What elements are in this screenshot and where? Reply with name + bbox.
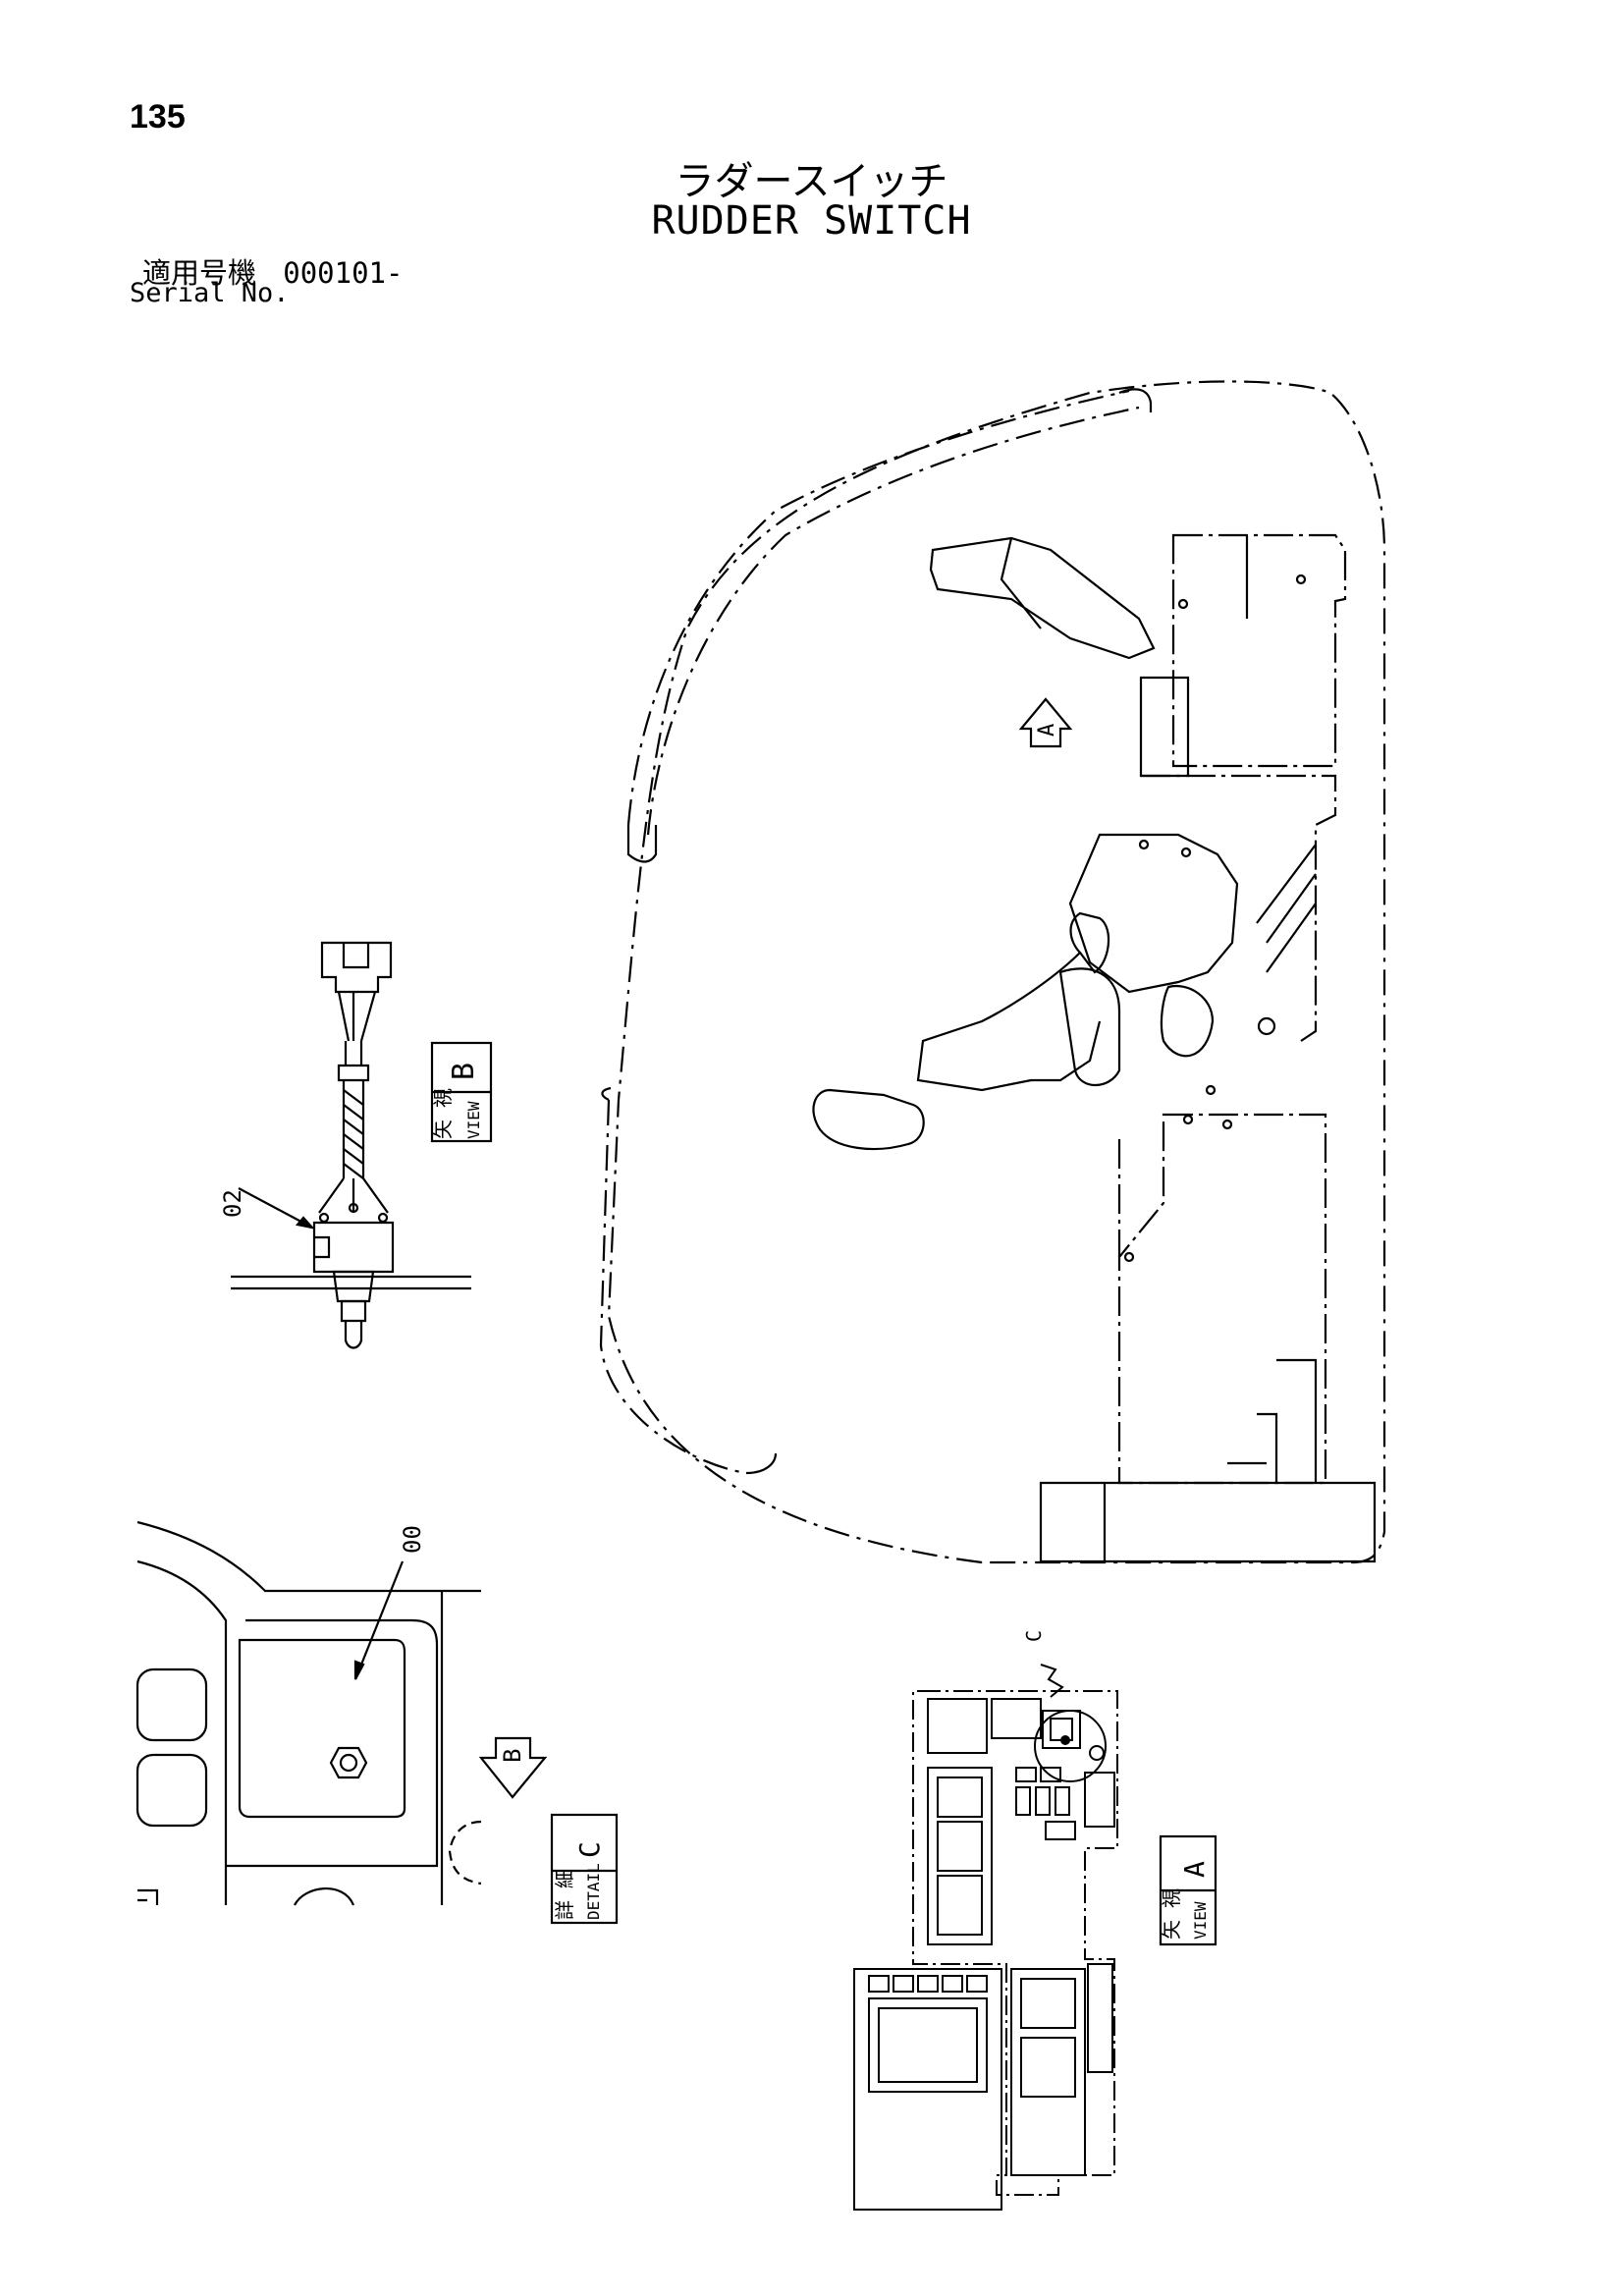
detail-c-letter: C [573, 1841, 606, 1858]
view-b-letter: B [447, 1063, 481, 1080]
serial-label-jp: 適用号機 [142, 256, 257, 290]
view-a-letter: A [1178, 1861, 1211, 1878]
cab-outline [599, 380, 1386, 1564]
console-view-a [853, 1664, 1118, 2211]
view-arrow-a [1018, 697, 1073, 748]
page-number: 135 [130, 98, 186, 136]
view-a-kanji: 矢 視 [1160, 1888, 1183, 1940]
serial-line: 適用号機 000101- [142, 250, 403, 292]
title-japanese: ラダースイッチ [675, 159, 948, 204]
cab-rail [601, 388, 1153, 1475]
callout-02: 02 [219, 1189, 246, 1218]
operator-seat [812, 533, 1377, 1563]
view-a-sub: VIEW [1191, 1901, 1210, 1940]
callout-c: C [1022, 1630, 1046, 1642]
title-english: RUDDER SWITCH [651, 198, 972, 244]
detail-c-panel [135, 1520, 482, 1906]
detail-c-sub: DETAIL [584, 1863, 603, 1920]
view-b-sub: VIEW [464, 1101, 483, 1139]
serial-value: 000101- [283, 256, 404, 290]
detail-c-kanji: 詳 細 [553, 1869, 576, 1920]
view-arrow-b [478, 1736, 548, 1799]
serial-label-en: Serial No. [130, 278, 290, 308]
detail-c-box [550, 1813, 619, 1925]
callout-00: 00 [399, 1525, 426, 1554]
view-b-kanji: 矢 視 [431, 1088, 455, 1139]
arrow-b-letter: B [499, 1749, 526, 1763]
arrow-a-letter: A [1035, 724, 1059, 737]
rudder-switch-view-b [231, 941, 471, 1349]
